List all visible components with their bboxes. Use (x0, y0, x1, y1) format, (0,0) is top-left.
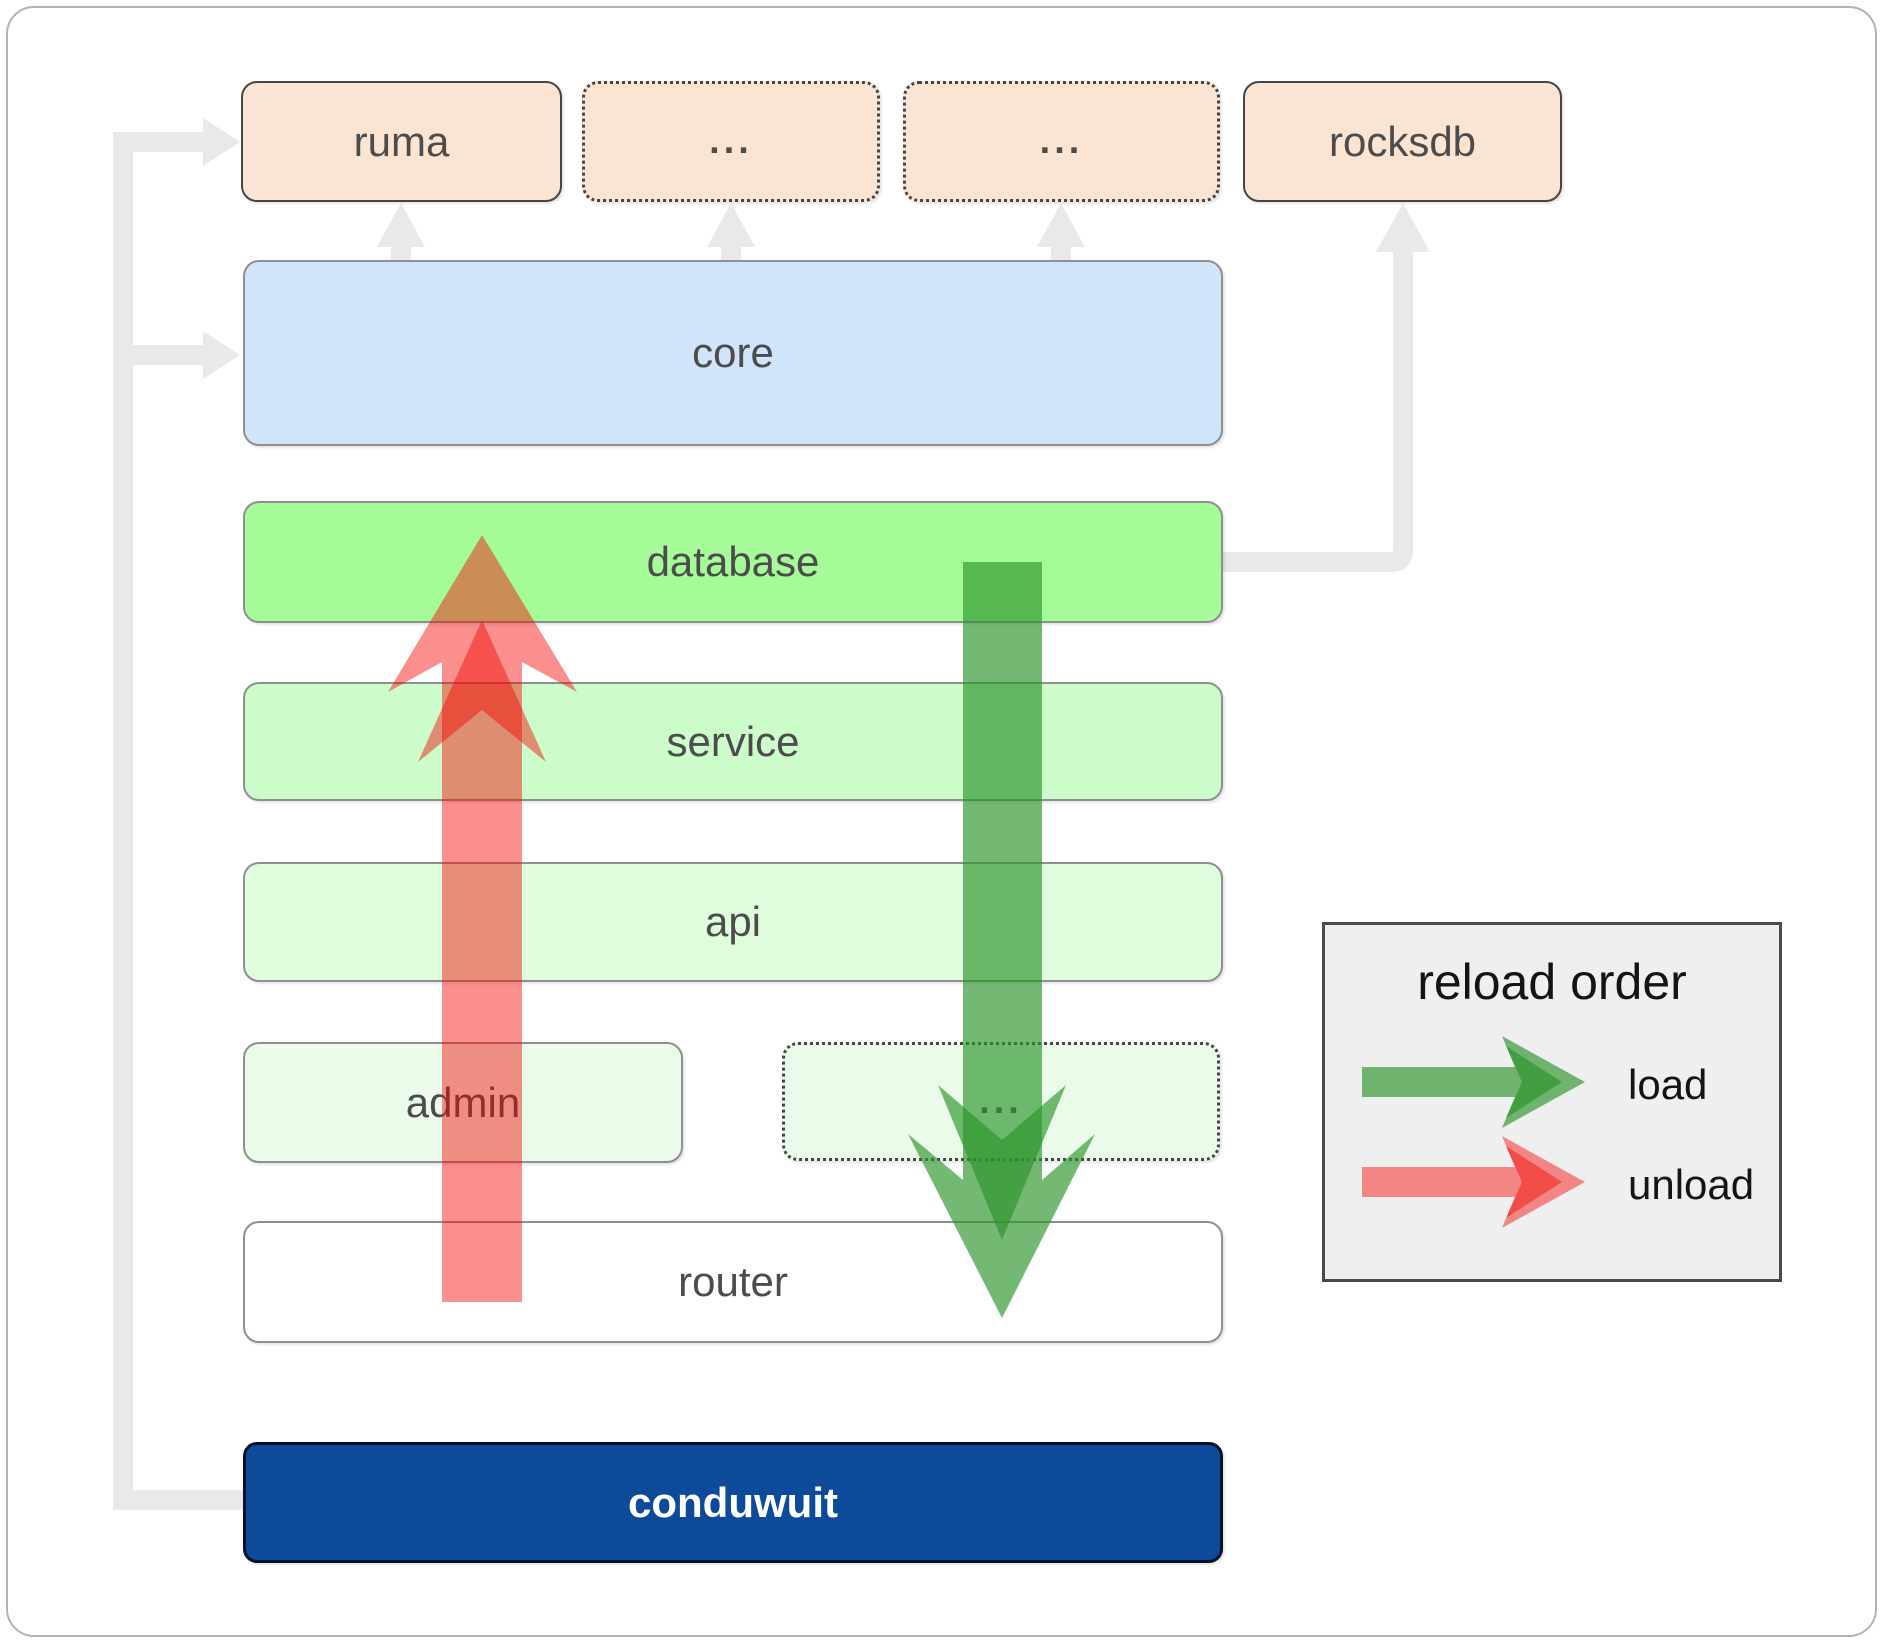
node-router: router (243, 1221, 1223, 1343)
node-ellipsis-top-2: ... (903, 81, 1220, 202)
node-admin-label: admin (405, 1078, 521, 1126)
node-ruma-label: ruma (353, 117, 450, 165)
legend-box: reload order load unload (1322, 922, 1782, 1282)
legend-load-label: load (1628, 1061, 1708, 1108)
node-ellipsis-top-2-label: ... (1039, 120, 1084, 162)
node-api: api (243, 862, 1223, 982)
node-conduwuit: conduwuit (243, 1442, 1223, 1563)
node-ruma: ruma (241, 81, 562, 202)
legend-title: reload order (1417, 954, 1687, 1010)
legend-unload-label: unload (1628, 1161, 1755, 1208)
node-api-label: api (704, 898, 762, 945)
node-admin: admin (243, 1042, 683, 1163)
diagram-outer-border (6, 6, 1877, 1637)
node-core: core (243, 260, 1223, 446)
node-core-label: core (692, 329, 774, 376)
node-conduwuit-label: conduwuit (628, 1478, 838, 1526)
node-rocksdb: rocksdb (1243, 81, 1562, 202)
node-database: database (243, 501, 1223, 623)
node-ellipsis-admin-row: ... (782, 1042, 1220, 1161)
node-router-label: router (678, 1258, 788, 1305)
node-ellipsis-top-1-label: ... (709, 120, 753, 162)
node-rocksdb-label: rocksdb (1328, 117, 1477, 165)
node-database-label: database (646, 538, 820, 585)
node-ellipsis-top-1: ... (582, 81, 880, 202)
node-ellipsis-admin-row-label: ... (979, 1080, 1023, 1122)
node-service: service (243, 682, 1223, 801)
node-service-label: service (666, 717, 800, 765)
